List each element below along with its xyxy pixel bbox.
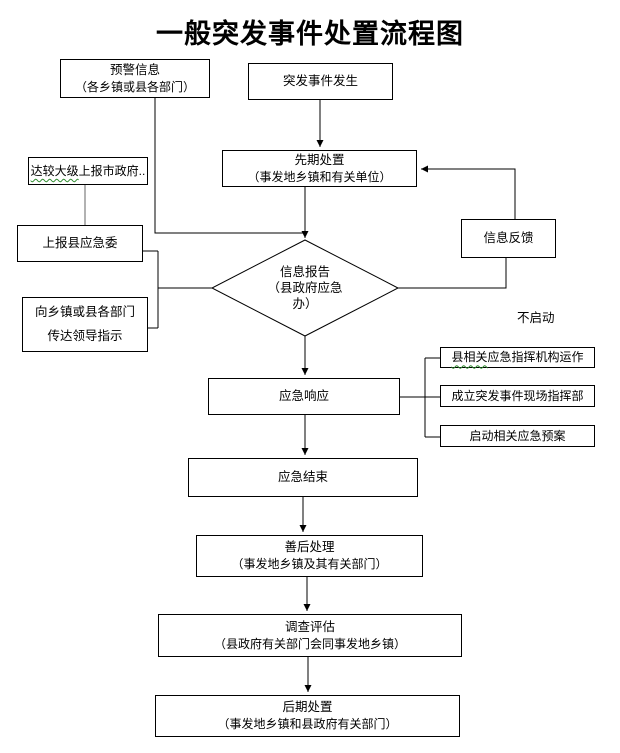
node-county-command-squiggled-text: 县相关 (451, 350, 488, 365)
node-initial-disposal-title: 先期处置 (294, 152, 345, 167)
node-investigation-title: 调查评估 (284, 619, 335, 634)
node-report-city: 达较大级上报市政府.. (28, 157, 148, 185)
conn-warning-to-diamond (154, 98, 304, 234)
conn-response-to-right-boxes (400, 357, 440, 438)
node-onsite-command: 成立突发事件现场指挥部 (440, 385, 595, 407)
conn-feedback-to-initial (421, 165, 516, 219)
node-report-city-title: 达较大级上报市政府.. (31, 163, 146, 179)
node-report-city-rest-text: 上报市政府.. (78, 163, 146, 178)
node-info-report-line1: 信息报告 (279, 264, 330, 279)
node-investigation: 调查评估 （县政府有关部门会同事发地乡镇） (158, 614, 462, 657)
node-info-feedback-title: 信息反馈 (483, 231, 534, 246)
node-county-command: 县相关应急指挥机构运作 (440, 347, 595, 368)
node-info-report-line2: （县政府应急 (267, 280, 343, 295)
node-county-command-rest-text: 应急指挥机构运作 (487, 350, 584, 365)
page-title: 一般突发事件处置流程图 (156, 19, 464, 49)
node-aftermath-title: 善后处理 (284, 540, 335, 555)
node-info-report-decision: 信息报告 （县政府应急 办） (245, 256, 365, 320)
node-county-command-title: 县相关应急指挥机构运作 (451, 349, 583, 365)
node-warning-info-sub: （各乡镇或县各部门） (74, 79, 195, 94)
node-activate-plan-title: 启动相关应急预案 (469, 428, 566, 443)
node-emergency-end: 应急结束 (188, 458, 418, 497)
node-report-city-squiggled-text: 达较大级 (30, 163, 79, 178)
node-initial-disposal-sub: （事发地乡镇和有关单位） (247, 169, 392, 184)
node-info-feedback: 信息反馈 (461, 219, 556, 258)
node-aftermath: 善后处理 （事发地乡镇及其有关部门） (196, 535, 423, 577)
node-convey-instructions: 向乡镇或县各部门 传达领导指示 (22, 297, 148, 352)
node-incident-occurs: 突发事件发生 (248, 63, 393, 100)
decision-diamond-shape (210, 239, 400, 337)
conn-diamond-to-feedback (398, 258, 507, 289)
node-emergency-response: 应急响应 (208, 378, 400, 415)
node-initial-disposal: 先期处置 （事发地乡镇和有关单位） (222, 150, 417, 187)
node-later-disposal: 后期处置 （事发地乡镇和县政府有关部门） (155, 695, 460, 737)
node-convey-instructions-line1: 向乡镇或县各部门 (34, 304, 135, 319)
node-emergency-response-title: 应急响应 (278, 389, 329, 404)
node-activate-plan: 启动相关应急预案 (440, 425, 595, 447)
node-warning-info-title: 预警信息 (109, 62, 160, 77)
node-convey-instructions-line2: 传达领导指示 (47, 328, 123, 343)
node-aftermath-sub: （事发地乡镇及其有关部门） (231, 557, 388, 572)
node-onsite-command-title: 成立突发事件现场指挥部 (451, 388, 584, 403)
node-emergency-end-title: 应急结束 (277, 470, 328, 485)
conn-diamond-to-left-boxes (143, 250, 212, 329)
node-later-disposal-title: 后期处置 (282, 700, 333, 715)
node-later-disposal-sub: （事发地乡镇和县政府有关部门） (217, 717, 398, 732)
node-incident-occurs-title: 突发事件发生 (282, 74, 358, 89)
label-no-activation: 不启动 (517, 311, 555, 325)
node-investigation-sub: （县政府有关部门会同事发地乡镇） (213, 636, 406, 651)
node-report-county-title: 上报县应急委 (42, 236, 118, 251)
node-warning-info: 预警信息 （各乡镇或县各部门） (60, 59, 210, 98)
node-info-report-line3: 办） (292, 297, 318, 312)
node-report-county: 上报县应急委 (17, 225, 143, 262)
